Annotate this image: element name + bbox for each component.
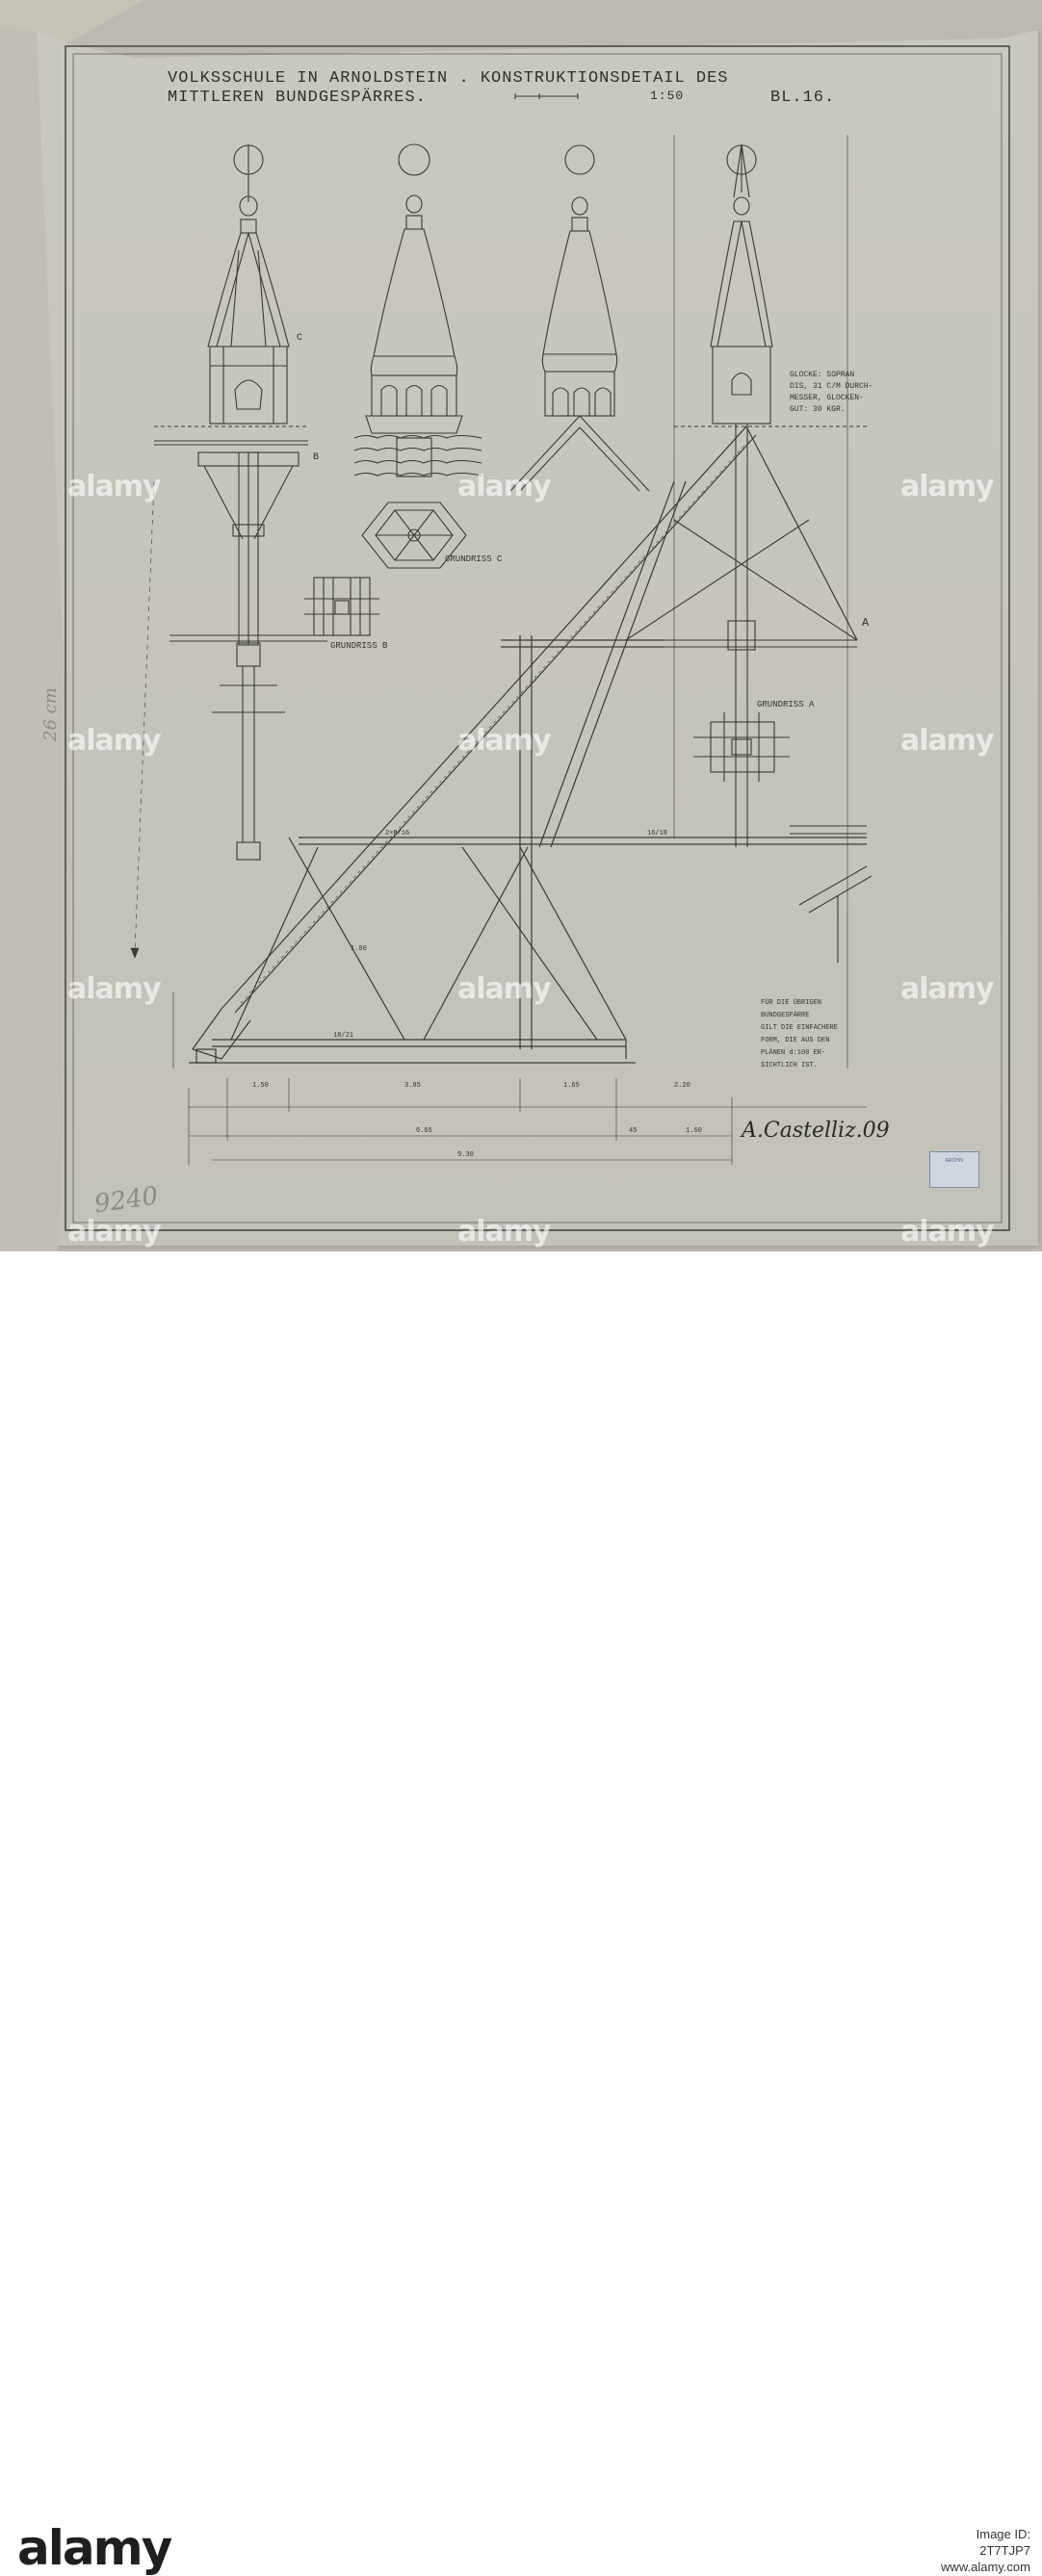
dimension-label: 45 (629, 1127, 638, 1135)
eave-detail (790, 825, 873, 963)
scale-label: 1:50 (650, 89, 685, 103)
grundriss-a-plan (693, 712, 790, 782)
dimension-label: 18/21 (333, 1032, 354, 1040)
dimension-label: 3.85 (404, 1082, 421, 1090)
stamp-text: ARCHIV (945, 1158, 964, 1164)
watermark: alamy (457, 972, 552, 1006)
bell-note-line: GLOCKE: SOPRAN (790, 371, 855, 379)
watermark: alamy (457, 1215, 552, 1249)
watermark: alamy (67, 470, 162, 503)
watermark: alamy (900, 972, 995, 1006)
spire-section-left (154, 144, 327, 861)
dimension-label: 1.00 (351, 945, 367, 953)
archive-stamp: ARCHIV (929, 1151, 979, 1188)
watermark: alamy (67, 724, 162, 758)
brand-logo: alamy (17, 2520, 172, 2576)
watermark: alamy (67, 1215, 162, 1249)
grundriss-b-plan (304, 577, 379, 636)
photo-background: VOLKSSCHULE IN ARNOLDSTEIN . KONSTRUKTIO… (0, 0, 1042, 1251)
roof-truss (189, 425, 867, 1064)
sheet-number: BL.16. (770, 89, 836, 107)
grundriss-c-label: GRUNDRISS C (445, 554, 503, 564)
image-id: Image ID: 2T7TJP7 (976, 2527, 1030, 2558)
drawing-title-line2: MITTLEREN BUNDGESPÄRRES. (168, 89, 427, 107)
bell-note-line: MESSER, GLOCKEN- (790, 394, 864, 402)
footnote-line: PLÄNEN d:100 ER- (761, 1049, 826, 1057)
spire-section-right (625, 143, 867, 847)
grundriss-c-plan (361, 502, 467, 569)
watermark: alamy (457, 724, 552, 758)
footnote-line: GILT DIE EINFACHERE (761, 1024, 838, 1032)
site-url: www.alamy.com (941, 2560, 1030, 2574)
watermark: alamy (900, 1215, 995, 1249)
grundriss-b-label: GRUNDRISS B (330, 641, 388, 651)
drawing-sheet (37, 31, 1038, 1246)
bell-note-line: DIS, 31 C/M DURCH- (790, 382, 873, 391)
footnote-line: BUNDGESPÄRRE (761, 1012, 810, 1019)
dimension-label: 1.65 (563, 1082, 580, 1090)
bell-note: GLOCKE: SOPRAN DIS, 31 C/M DURCH- MESSER… (790, 370, 873, 416)
spire-elevation-gable (509, 144, 650, 492)
pencil-side-note: 26 cm (40, 687, 61, 741)
bell-note-line: GUT: 30 KGR. (790, 405, 846, 414)
dimension-lines (130, 135, 867, 1165)
image-id-block: Image ID: 2T7TJP7 www.alamy.com (925, 2526, 1030, 2575)
footnote: FÜR DIE ÜBRIGEN BUNDGESPÄRRE GILT DIE EI… (761, 997, 838, 1072)
watermark: alamy (457, 470, 552, 503)
watermark: alamy (67, 972, 162, 1006)
watermark: alamy (900, 724, 995, 758)
dimension-label: 2×8/16 (385, 830, 410, 837)
watermark: alamy (900, 470, 995, 503)
dimension-label: 1.50 (252, 1082, 269, 1090)
dimension-label: 16/18 (647, 830, 668, 837)
stock-footer: alamy Image ID: 2T7TJP7 www.alamy.com (0, 1251, 1042, 2576)
dimension-label: 9.30 (457, 1151, 474, 1159)
architect-signature: A.Castelliz.09 (742, 1119, 890, 1143)
section-a-marker: A (862, 616, 870, 630)
drawing-title-line1: VOLKSSCHULE IN ARNOLDSTEIN . KONSTRUKTIO… (168, 69, 729, 88)
grundriss-a-label: GRUNDRISS A (757, 700, 815, 709)
footnote-line: SICHTLICH IST. (761, 1062, 818, 1069)
footnote-line: FÜR DIE ÜBRIGEN (761, 999, 822, 1007)
construction-drawing (65, 45, 1010, 1231)
dimension-label: 2.20 (674, 1082, 690, 1090)
section-c-marker: C (297, 333, 303, 344)
section-b-marker: B (313, 452, 320, 463)
dimension-label: 6.65 (416, 1127, 432, 1135)
spire-elevation-tiles (353, 143, 482, 477)
footnote-line: FORM, DIE AUS DEN (761, 1037, 830, 1044)
dimension-label: 1.60 (686, 1127, 702, 1135)
